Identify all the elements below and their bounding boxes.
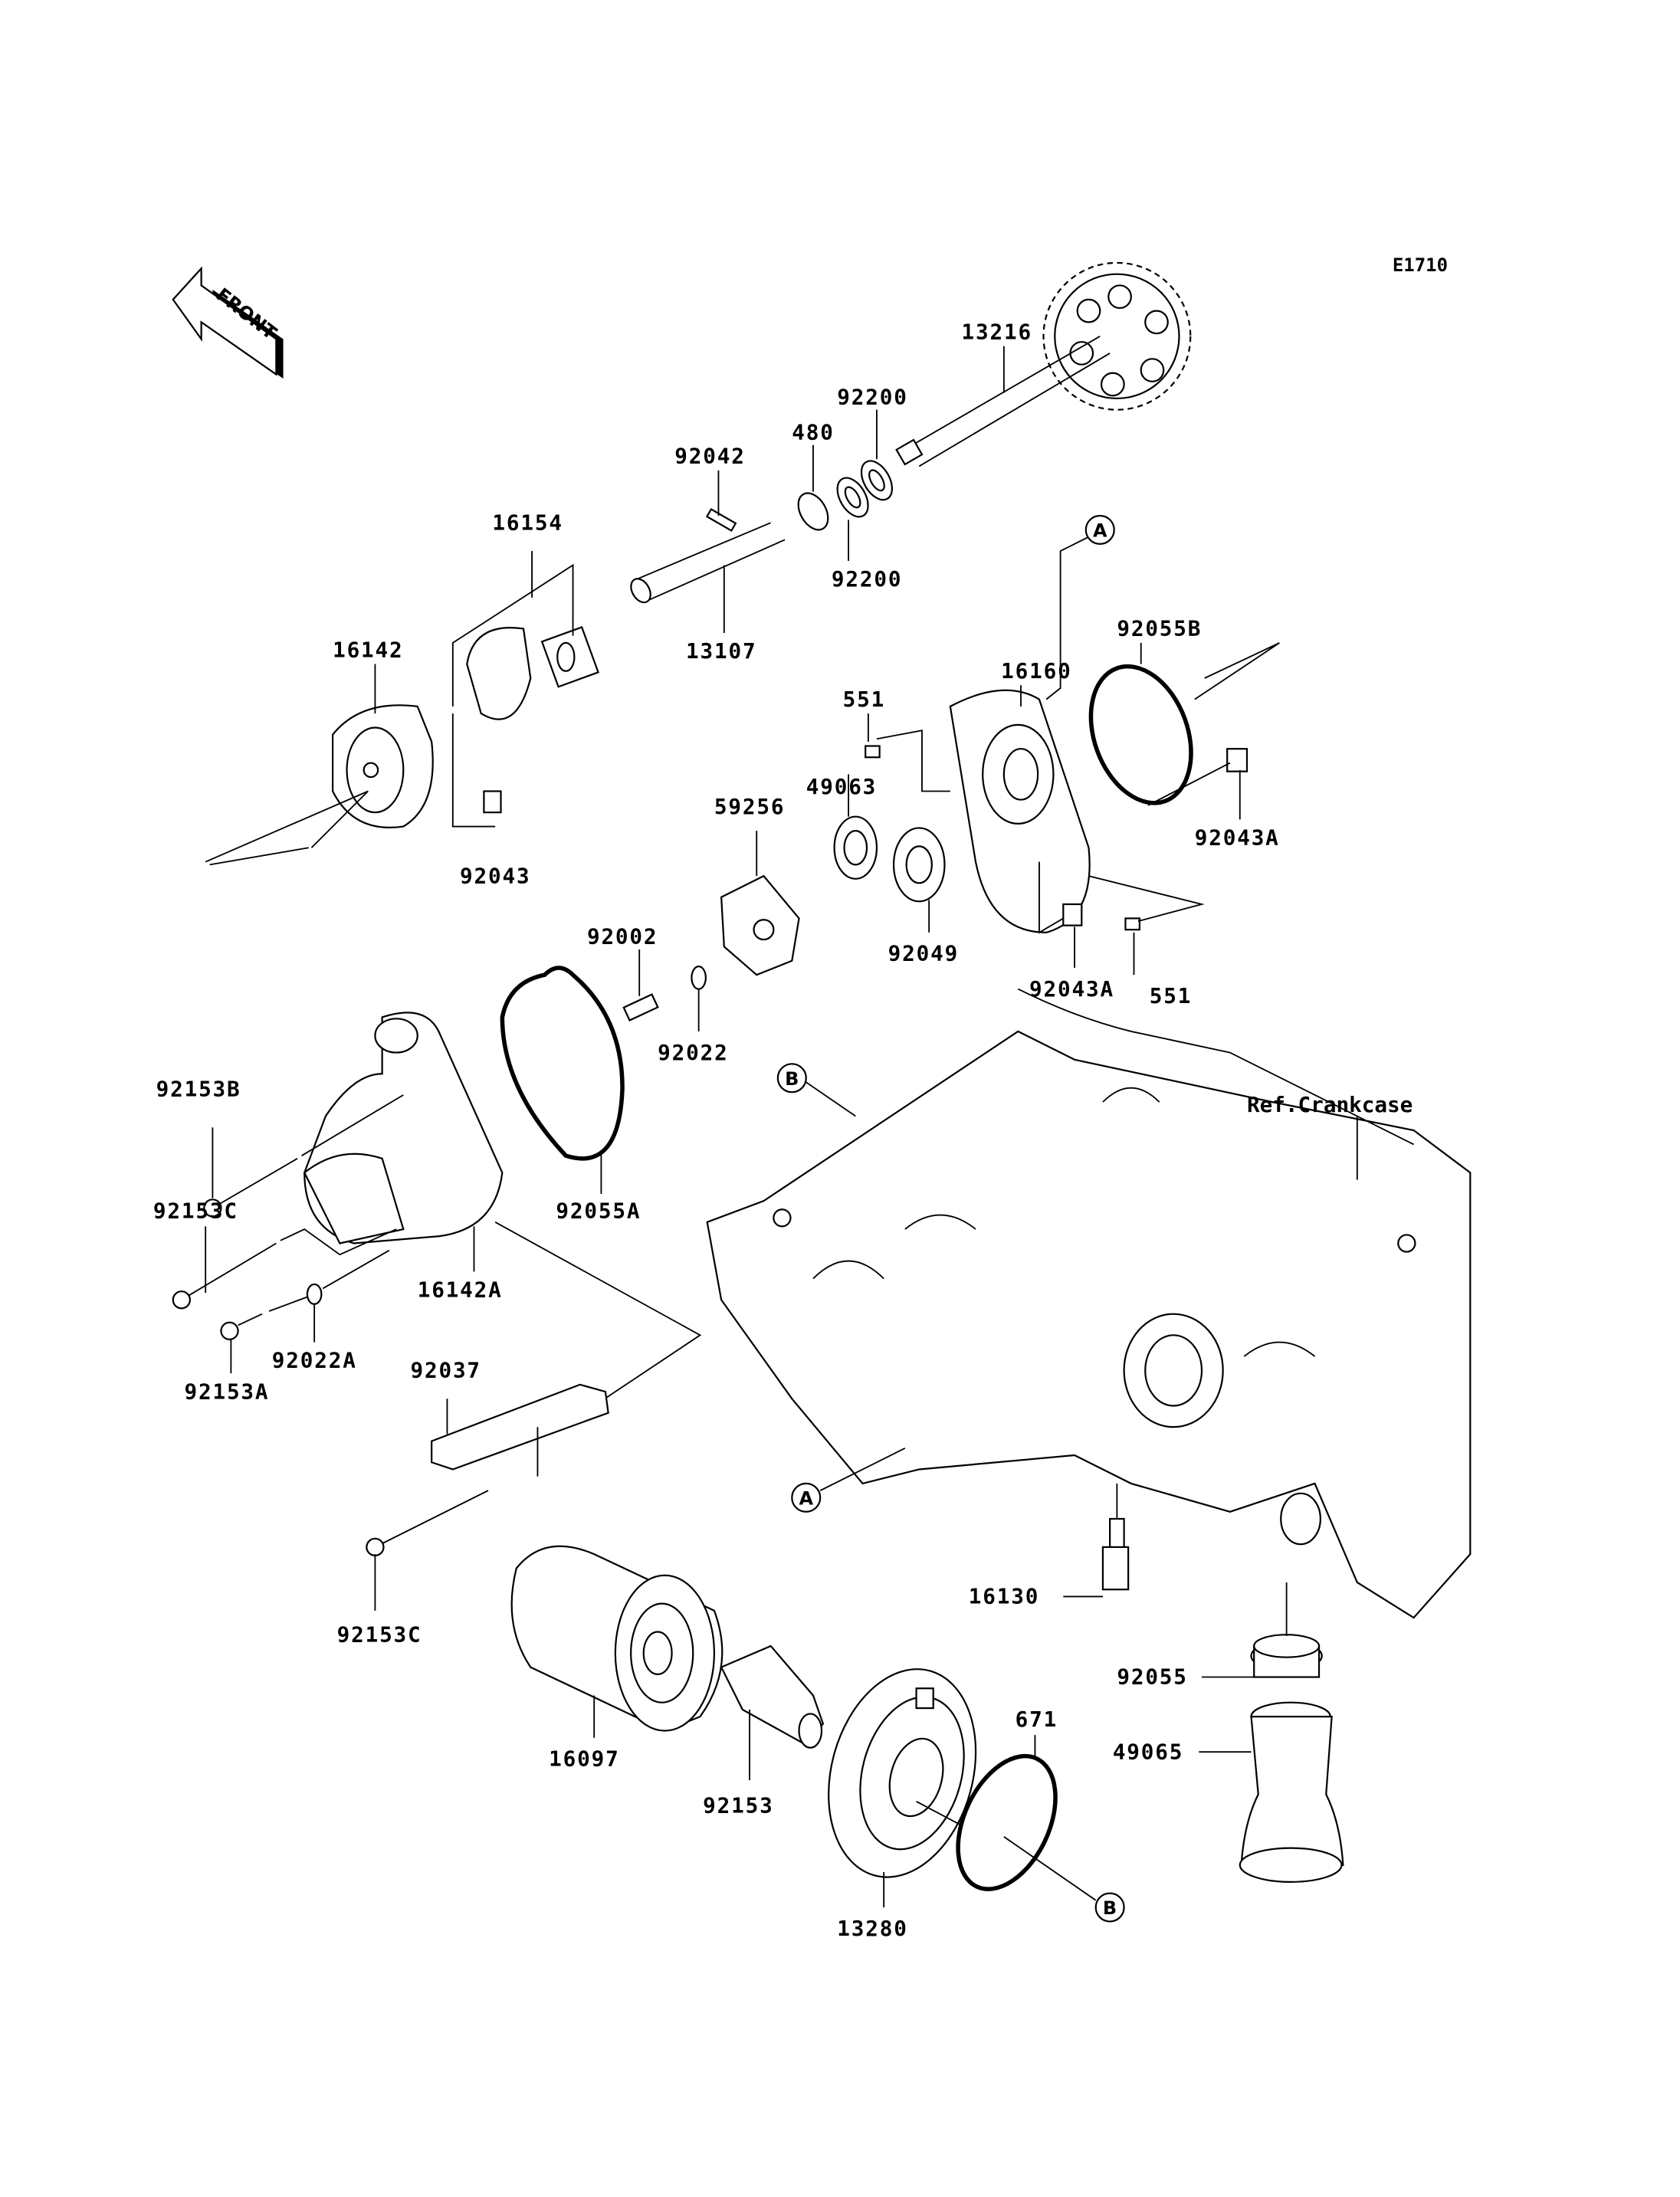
part-label-49065[interactable]: 49065: [1113, 1739, 1183, 1764]
part-label-480[interactable]: 480: [792, 419, 834, 444]
part-label-16142A[interactable]: 16142A: [418, 1277, 503, 1303]
callout-b-bottom: [1094, 1892, 1125, 1923]
part-label-59256[interactable]: 59256: [714, 794, 785, 819]
part-label-92055A[interactable]: 92055A: [556, 1198, 641, 1223]
crankcase-part: [706, 988, 1472, 1619]
pump-housing-part: [331, 704, 434, 828]
part-label-13107[interactable]: 13107: [686, 638, 756, 664]
part-label-92200-bottom[interactable]: 92200: [832, 566, 902, 592]
oil-strainer-part: [1239, 1701, 1344, 1883]
part-label-92153A[interactable]: 92153A: [185, 1379, 270, 1404]
part-label-92022[interactable]: 92022: [658, 1040, 728, 1065]
part-label-92042[interactable]: 92042: [674, 444, 745, 469]
part-label-16130[interactable]: 16130: [969, 1584, 1039, 1609]
part-label-16160[interactable]: 16160: [1001, 658, 1071, 684]
part-label-92043A-right[interactable]: 92043A: [1195, 825, 1280, 851]
callout-a-top: [1084, 514, 1115, 545]
part-label-92043A-bottom[interactable]: 92043A: [1029, 976, 1114, 1002]
front-arrow-icon: FRONT: [172, 266, 284, 379]
part-label-92049[interactable]: 92049: [888, 941, 959, 966]
callout-b-bottom-label: B: [1103, 1897, 1117, 1919]
pump-housing-cover-part: [303, 1012, 504, 1244]
callout-b-top-label: B: [785, 1068, 799, 1090]
part-label-92153Cb[interactable]: 92153C: [337, 1622, 422, 1647]
oil-filter-part: [510, 1545, 724, 1732]
part-label-16097[interactable]: 16097: [549, 1746, 619, 1772]
part-label-92022A[interactable]: 92022A: [272, 1348, 357, 1373]
part-label-16154[interactable]: 16154: [492, 510, 563, 535]
callout-a-bottom: [791, 1482, 822, 1513]
oil-cooler-part: [828, 1668, 977, 1878]
union-bolt-part: [720, 1644, 825, 1749]
part-label-92153B[interactable]: 92153B: [156, 1077, 241, 1102]
diagram-code: E1710: [1393, 254, 1448, 276]
part-label-671[interactable]: 671: [1016, 1707, 1058, 1732]
part-label-49063[interactable]: 49063: [806, 774, 877, 799]
part-label-92200-top[interactable]: 92200: [837, 384, 907, 409]
part-label-92153[interactable]: 92153: [703, 1793, 773, 1818]
part-label-551-top[interactable]: 551: [843, 687, 885, 712]
part-label-16142[interactable]: 16142: [333, 637, 403, 662]
part-label-92055B[interactable]: 92055B: [1117, 616, 1202, 641]
callout-a-bottom-label: A: [799, 1488, 814, 1510]
part-label-92002[interactable]: 92002: [587, 924, 658, 949]
part-label-551-bottom[interactable]: 551: [1150, 983, 1192, 1008]
part-label-92153Ca[interactable]: 92153C: [153, 1198, 238, 1223]
gear-shaft-part: [895, 261, 1192, 467]
pump-cover-part: [949, 689, 1091, 933]
part-label-92055[interactable]: 92055: [1117, 1664, 1187, 1690]
callout-a-top-label: A: [1093, 520, 1107, 542]
part-label-92043[interactable]: 92043: [460, 863, 530, 888]
part-label-13216[interactable]: 13216: [962, 319, 1032, 344]
callout-b-top: [776, 1063, 807, 1094]
part-label-92037[interactable]: 92037: [411, 1358, 481, 1383]
ref-crankcase-label: Ref.Crankcase: [1247, 1092, 1413, 1117]
part-label-13280[interactable]: 13280: [837, 1916, 907, 1941]
impeller-part: [720, 874, 800, 976]
